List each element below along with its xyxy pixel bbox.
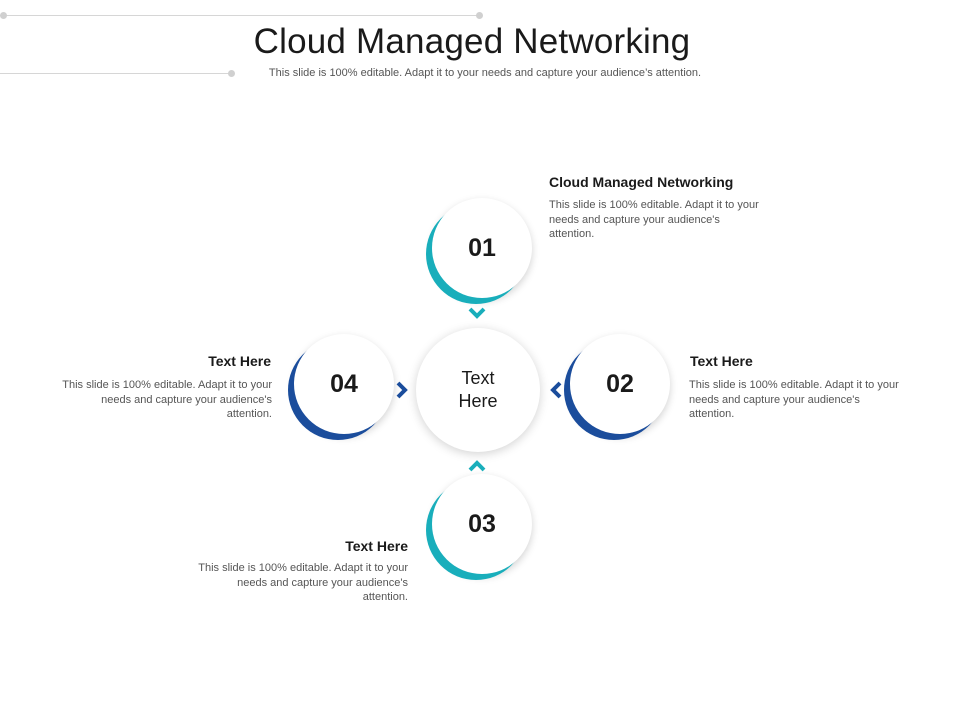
- step-02-title: Text Here: [690, 353, 753, 369]
- step-04-title: Text Here: [208, 353, 271, 369]
- center-hub: Text Here: [416, 328, 540, 452]
- step-03-number: 03: [468, 509, 496, 538]
- step-04-number: 04: [330, 369, 358, 398]
- chevron-right-icon: [396, 381, 408, 399]
- header-decor-dot-bottom: [228, 70, 235, 77]
- step-02-body: This slide is 100% editable. Adapt it to…: [689, 379, 899, 420]
- step-03-title: Text Here: [345, 538, 408, 554]
- header-decor-line-bottom: [0, 73, 232, 74]
- step-01-title: Cloud Managed Networking: [549, 174, 734, 190]
- step-04-body: This slide is 100% editable. Adapt it to…: [62, 379, 272, 420]
- chevron-down-icon: [468, 307, 486, 319]
- step-01-circle: 01: [432, 198, 532, 298]
- header-decor-line-top: [0, 15, 480, 16]
- step-02-number: 02: [606, 369, 634, 398]
- step-03-circle: 03: [432, 474, 532, 574]
- page-title: Cloud Managed Networking: [253, 22, 691, 61]
- chevron-left-icon: [550, 381, 562, 399]
- header-decor-dot-left: [0, 12, 7, 19]
- step-04-circle: 04: [294, 334, 394, 434]
- step-01-body: This slide is 100% editable. Adapt it to…: [549, 199, 759, 240]
- step-02-circle: 02: [570, 334, 670, 434]
- header-decor-dot-top: [476, 12, 483, 19]
- step-03-body: This slide is 100% editable. Adapt it to…: [198, 562, 408, 603]
- center-hub-label: Text Here: [458, 368, 498, 411]
- chevron-up-icon: [468, 460, 486, 472]
- page-subtitle: This slide is 100% editable. Adapt it to…: [268, 67, 702, 79]
- step-01-number: 01: [468, 233, 496, 262]
